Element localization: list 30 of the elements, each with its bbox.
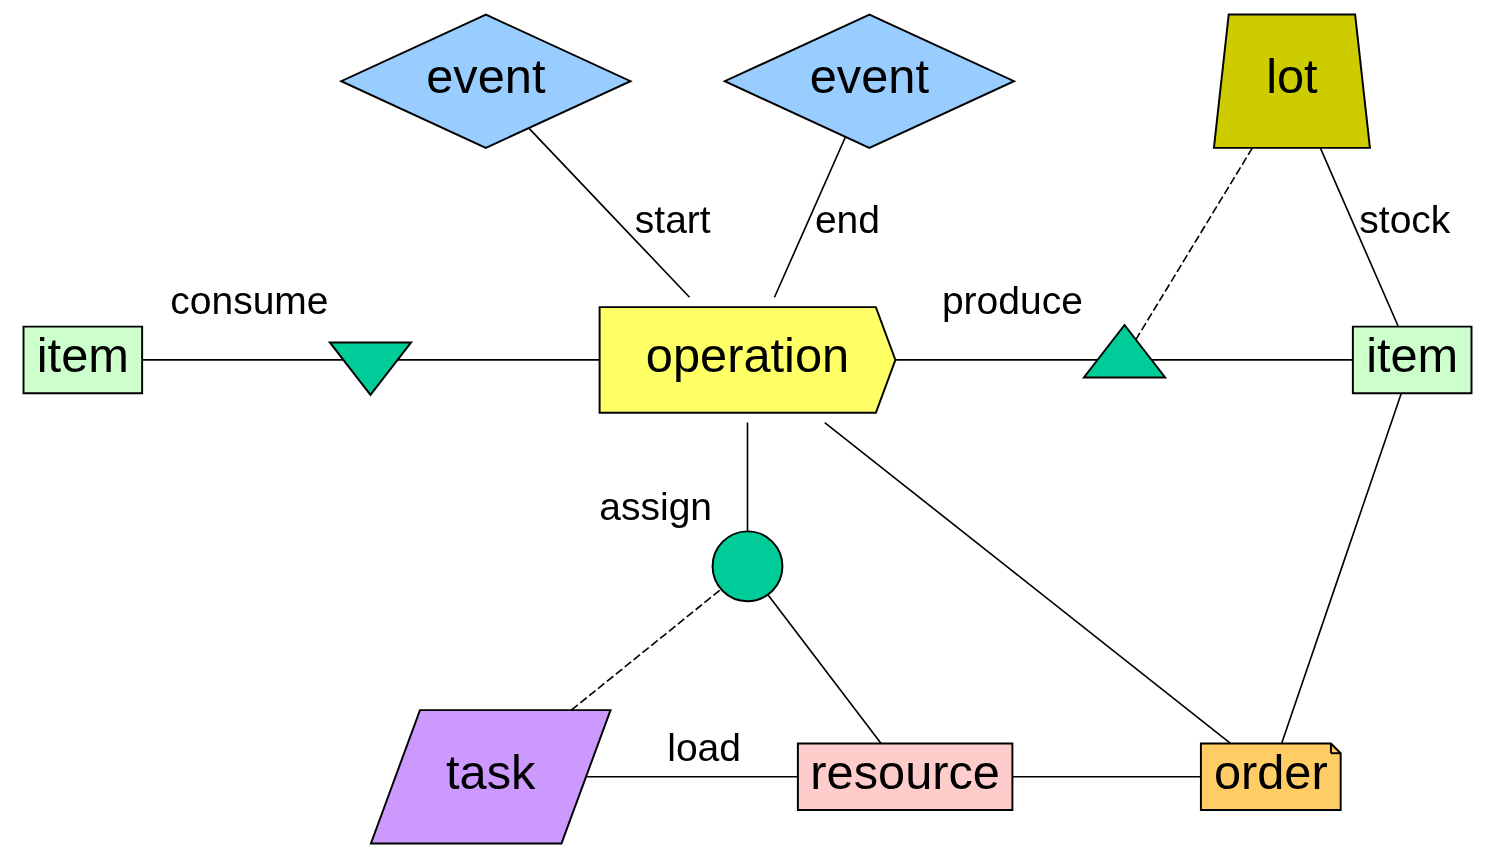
connector <box>766 594 882 745</box>
node-box: item <box>22 325 143 395</box>
node-box: resource <box>796 742 1013 812</box>
node-label: produce <box>941 278 1083 322</box>
edge-label: end <box>814 197 880 241</box>
edge-label: load <box>666 725 741 769</box>
node-diamond: event <box>721 13 1016 149</box>
node-label: assign <box>598 485 712 529</box>
node-box: item <box>1351 325 1472 395</box>
edge-label: stock <box>1358 197 1450 241</box>
connector <box>141 359 344 361</box>
node-triangle <box>1081 323 1167 379</box>
connector <box>894 359 1098 361</box>
connector <box>527 127 690 299</box>
connector <box>1134 147 1253 341</box>
connector <box>1150 359 1354 361</box>
node-triangle <box>327 341 413 397</box>
connector <box>1319 147 1399 327</box>
connector <box>570 588 722 711</box>
connector <box>773 136 846 299</box>
connector <box>746 421 748 532</box>
connector <box>396 359 600 361</box>
edge-label: start <box>634 197 711 241</box>
node-diamond: event <box>338 13 633 149</box>
connector <box>1280 392 1402 745</box>
node-circle <box>711 530 783 603</box>
node-label: consume <box>169 278 329 322</box>
connector <box>823 421 1231 745</box>
connector <box>1011 775 1202 778</box>
connector <box>585 775 798 778</box>
